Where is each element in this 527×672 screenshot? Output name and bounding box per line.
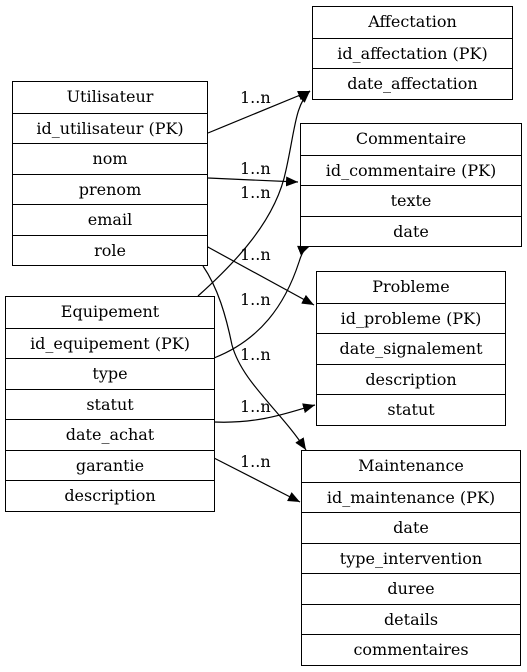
attribute-row: date [302, 512, 520, 543]
relation-equipement-affectation [197, 90, 311, 297]
cardinality-label: 1..n [240, 290, 271, 309]
relation-equipement-maintenance [213, 457, 301, 503]
relation-equipement-probleme [213, 403, 316, 423]
relation-utilisateur-affectation [207, 90, 311, 134]
entity-title: Probleme [372, 277, 450, 296]
entity-probleme[interactable]: Probleme id_probleme (PK) date_signaleme… [316, 271, 506, 426]
relation-equipement-commentaire [213, 245, 311, 359]
cardinality-label: 1..n [240, 159, 271, 178]
attribute-row: statut [317, 394, 505, 425]
entity-affectation[interactable]: Affectation id_affectation (PK) date_aff… [312, 6, 513, 100]
attribute-row: description [6, 480, 214, 511]
cardinality-label: 1..n [240, 345, 271, 364]
attribute-row: date_affectation [313, 68, 512, 99]
attribute-row: id_affectation (PK) [313, 37, 512, 69]
attribute-row: nom [13, 143, 207, 174]
entity-title: Utilisateur [66, 87, 154, 106]
attribute-row: type [6, 358, 214, 389]
attribute-row: id_commentaire (PK) [301, 154, 521, 186]
entity-title: Affectation [368, 12, 457, 31]
relation-utilisateur-probleme [205, 245, 315, 306]
attribute-row: statut [6, 388, 214, 420]
entity-maintenance[interactable]: Maintenance id_maintenance (PK) date typ… [301, 450, 521, 666]
attribute-row: texte [301, 185, 521, 216]
attribute-row: date_achat [6, 419, 214, 450]
attribute-row: description [317, 363, 505, 395]
cardinality-label: 1..n [240, 245, 271, 264]
attribute-row: prenom [13, 173, 207, 205]
entity-commentaire[interactable]: Commentaire id_commentaire (PK) texte da… [300, 123, 522, 247]
entity-equipement[interactable]: Equipement id_equipement (PK) type statu… [5, 296, 215, 512]
attribute-row: type_intervention [302, 542, 520, 574]
attribute-row: id_equipement (PK) [6, 327, 214, 359]
cardinality-label: 1..n [240, 452, 271, 471]
entity-title: Maintenance [358, 456, 464, 475]
attribute-row: id_utilisateur (PK) [13, 112, 207, 144]
attribute-row: role [13, 234, 207, 266]
attribute-row: duree [302, 573, 520, 604]
attribute-row: date [301, 215, 521, 247]
attribute-row: id_maintenance (PK) [302, 481, 520, 513]
entity-title: Commentaire [355, 129, 467, 148]
attribute-row: commentaires [302, 634, 520, 665]
cardinality-label: 1..n [240, 88, 271, 107]
relation-utilisateur-maintenance [202, 265, 307, 451]
cardinality-label: 1..n [240, 397, 271, 416]
attribute-row: details [302, 603, 520, 635]
attribute-row: garantie [6, 449, 214, 481]
attribute-row: email [13, 204, 207, 235]
entity-utilisateur[interactable]: Utilisateur id_utilisateur (PK) nom pren… [12, 81, 208, 266]
attribute-row: date_signalement [317, 333, 505, 364]
attribute-row: id_probleme (PK) [317, 302, 505, 334]
entity-title: Equipement [60, 302, 160, 321]
cardinality-label: 1..n [240, 183, 271, 202]
